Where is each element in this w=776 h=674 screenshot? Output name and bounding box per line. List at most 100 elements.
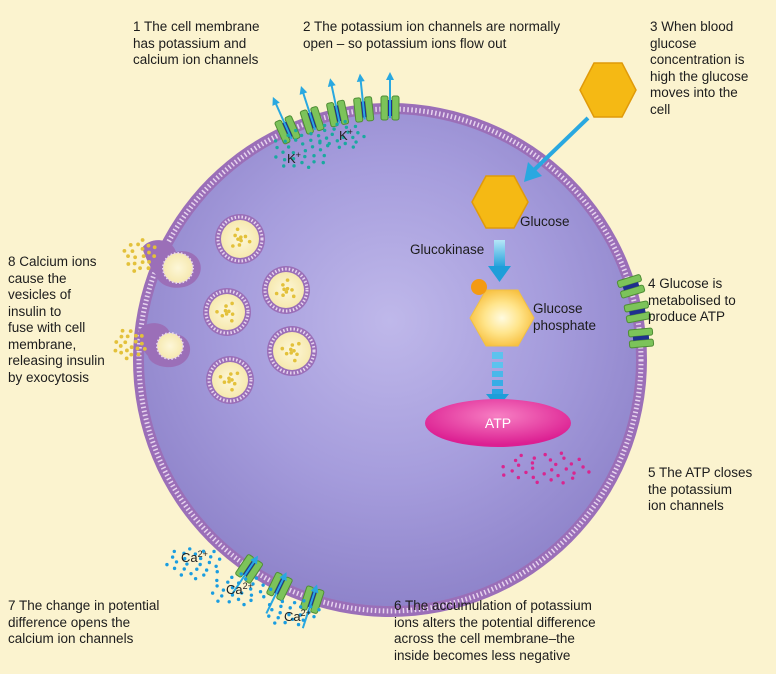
calcium-ion xyxy=(226,580,230,584)
potassium-ion xyxy=(351,145,356,149)
potassium-ion xyxy=(294,138,298,142)
calcium-ion xyxy=(242,602,246,607)
calcium-ion xyxy=(298,613,303,617)
insulin-granule xyxy=(123,340,128,345)
cell-membrane-pattern xyxy=(136,106,644,614)
insulin-vesicles xyxy=(203,214,317,404)
calcium-ion xyxy=(230,593,235,597)
calcium-ion xyxy=(215,570,219,574)
potassium-ion xyxy=(362,134,366,139)
potassium-ion xyxy=(332,127,336,131)
insulin-granule xyxy=(129,352,134,357)
atp-molecule xyxy=(516,463,521,467)
calcium-ion xyxy=(254,576,259,580)
potassium-ion xyxy=(300,160,304,165)
calcium-ion xyxy=(198,562,202,567)
insulin-granule xyxy=(147,260,151,264)
atp-molecule xyxy=(561,481,565,485)
potassium-channel xyxy=(299,86,325,135)
insulin-granule xyxy=(132,269,137,273)
insulin-granule xyxy=(124,356,129,361)
calcium-ion xyxy=(195,567,199,571)
insulin-granule xyxy=(114,340,119,344)
insulin-granule xyxy=(133,339,138,344)
calcium-ion xyxy=(216,599,220,603)
ion-channels xyxy=(231,72,655,629)
insulin-granule xyxy=(133,333,138,338)
atp-molecule xyxy=(570,476,575,480)
caption-7: 7 The change in potential difference ope… xyxy=(8,598,160,646)
atp-molecule xyxy=(577,457,581,462)
potassium-ion xyxy=(351,135,355,140)
insulin-granule xyxy=(146,243,151,248)
potassium-ion xyxy=(318,141,322,145)
calcium-ion xyxy=(215,578,219,583)
atp-molecule xyxy=(556,473,560,478)
calcium-ion xyxy=(243,577,248,581)
calcium-ion xyxy=(212,549,216,554)
ca-ion-label-2: Ca2+ xyxy=(226,581,253,597)
calcium-ion xyxy=(214,564,218,568)
atp-dots xyxy=(501,451,591,485)
calcium-ion xyxy=(307,610,311,615)
calcium-ion xyxy=(283,620,287,625)
atp-molecule xyxy=(548,458,553,462)
insulin-granule xyxy=(118,344,123,348)
calcium-ion xyxy=(249,598,253,603)
calcium-ion xyxy=(267,614,271,618)
insulin-granule xyxy=(147,250,151,255)
calcium-ion xyxy=(204,568,209,572)
calcium-ion xyxy=(215,584,219,588)
calcium-ion xyxy=(179,573,184,577)
glucose-phosphate-label-1: Glucose xyxy=(533,301,583,316)
insulin-granule xyxy=(113,348,118,353)
potassium-ion xyxy=(291,156,296,161)
insulin-vesicle xyxy=(203,288,251,336)
atp-molecule xyxy=(569,462,574,466)
potassium-channel-closed xyxy=(623,300,652,324)
calcium-ion xyxy=(309,604,313,609)
caption-3: 3 When blood glucose concentration is hi… xyxy=(650,19,749,117)
calcium-ion xyxy=(258,590,263,594)
calcium-ion xyxy=(198,556,203,561)
insulin-vesicle xyxy=(206,356,254,404)
insulin-granule xyxy=(133,255,138,260)
caption-4: 4 Glucose is metabolised to produce ATP xyxy=(648,276,736,324)
caption-6: 6 The accumulation of potassium ions alt… xyxy=(394,598,596,663)
atp-molecule xyxy=(549,478,553,482)
potassium-ion xyxy=(335,122,339,127)
calcium-ion xyxy=(317,608,321,612)
k-ion-label-1: K+ xyxy=(287,150,301,166)
insulin-granule xyxy=(128,329,133,334)
potassium-ion xyxy=(324,136,329,140)
calcium-ion xyxy=(217,557,222,561)
glucose-phosphate-label-2: phosphate xyxy=(533,318,596,333)
calcium-ion xyxy=(236,581,241,585)
potassium-ion xyxy=(282,164,286,168)
glucose-entry-arrow xyxy=(530,116,590,174)
insulin-granule xyxy=(128,243,133,247)
insulin-vesicle xyxy=(267,326,317,376)
calcium-ion xyxy=(270,607,274,612)
atp-molecule xyxy=(513,458,518,463)
potassium-ion xyxy=(310,145,315,149)
potassium-ion xyxy=(283,139,287,143)
potassium-ion xyxy=(322,153,326,158)
atp-molecule xyxy=(501,465,505,469)
calcium-ion xyxy=(298,605,303,609)
calcium-ion xyxy=(207,560,212,565)
insulin-granule xyxy=(122,248,127,253)
calcium-channel xyxy=(299,584,325,629)
calcium-ion xyxy=(221,588,226,592)
potassium-ion xyxy=(286,145,291,149)
atp-molecule xyxy=(562,456,566,460)
calcium-ion xyxy=(261,583,265,587)
k-ion-label-2: K+ xyxy=(339,127,353,143)
calcium-ion xyxy=(189,571,193,576)
calcium-ion xyxy=(280,599,285,604)
atp-molecule xyxy=(524,470,528,475)
potassium-ion xyxy=(353,124,358,129)
calcium-ion xyxy=(276,616,280,620)
insulin-granule xyxy=(120,328,125,333)
